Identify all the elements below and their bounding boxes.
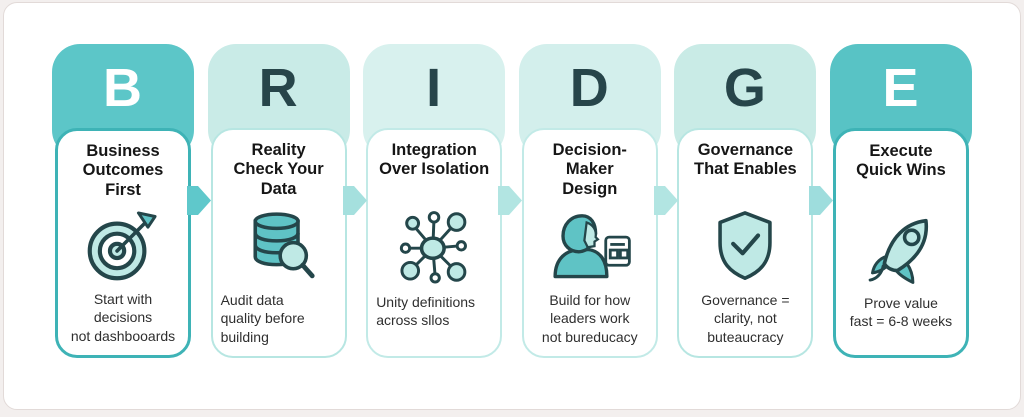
- step-card-b: Business Outcomes First Start with decis…: [55, 128, 191, 358]
- step-card-i: Integration Over Isolation: [366, 128, 503, 358]
- step-title-b: Business Outcomes First: [82, 142, 164, 199]
- step-card-g: Governance That Enables Governance = cla…: [677, 128, 814, 358]
- bridge-column-b: B Business Outcomes First Start with dec…: [52, 44, 211, 358]
- step-subtitle-b: Start with decisions not dashbooards: [70, 290, 176, 344]
- letter-i: I: [426, 58, 443, 118]
- step-card-d: Decision-Maker Design Build for how lead…: [521, 128, 658, 358]
- flow-arrow-icon: [342, 186, 368, 215]
- decision-maker-icon: [530, 202, 650, 289]
- flow-arrow-icon: [653, 186, 679, 215]
- letter-e: E: [882, 58, 920, 118]
- letter-b: B: [103, 58, 143, 118]
- flow-arrow-icon: [498, 186, 523, 215]
- step-card-r: Reality Check Your Data Audit data quali…: [210, 128, 347, 358]
- database-audit-icon: [219, 202, 339, 289]
- step-subtitle-d: Build for how leaders work not bureducac…: [541, 291, 638, 345]
- letter-g: G: [723, 58, 767, 118]
- bridge-column-i: I Integration Over Isolation: [363, 44, 523, 358]
- shield-check-icon: [685, 202, 805, 289]
- bridge-column-e: E Execute Quick Wins Prove value fast = …: [829, 44, 972, 358]
- step-title-g: Governance That Enables: [694, 141, 797, 179]
- step-subtitle-i: Unity definitions across sllos: [376, 294, 476, 329]
- step-subtitle-r: Audit data quality before building: [220, 291, 305, 345]
- rocket-icon: [842, 204, 960, 292]
- flow-arrow-icon: [809, 186, 834, 215]
- step-title-i: Integration Over Isolation: [379, 141, 490, 179]
- network-icon: [374, 203, 494, 291]
- flow-arrow-icon: [187, 186, 212, 215]
- bridge-column-g: G Governance That Enables Governance = c…: [674, 44, 834, 358]
- step-title-d: Decision-Maker Design: [552, 141, 627, 198]
- bridge-columns: B Business Outcomes First Start with dec…: [52, 44, 972, 358]
- step-subtitle-g: Governance = clarity, not buteaucracy: [701, 291, 790, 345]
- step-title-r: Reality Check Your Data: [233, 141, 324, 198]
- target-icon: [64, 202, 182, 287]
- step-subtitle-e: Prove value fast = 6-8 weeks: [849, 295, 953, 330]
- letter-r: R: [258, 58, 299, 118]
- bridge-column-d: D Decision-Maker Design Build for how l: [518, 44, 678, 358]
- step-card-e: Execute Quick Wins Prove value fast = 6-…: [832, 128, 969, 358]
- bridge-column-r: R Reality Check Your Data Audit data qua…: [207, 44, 367, 358]
- step-title-e: Execute Quick Wins: [856, 142, 946, 180]
- letter-d: D: [569, 58, 610, 118]
